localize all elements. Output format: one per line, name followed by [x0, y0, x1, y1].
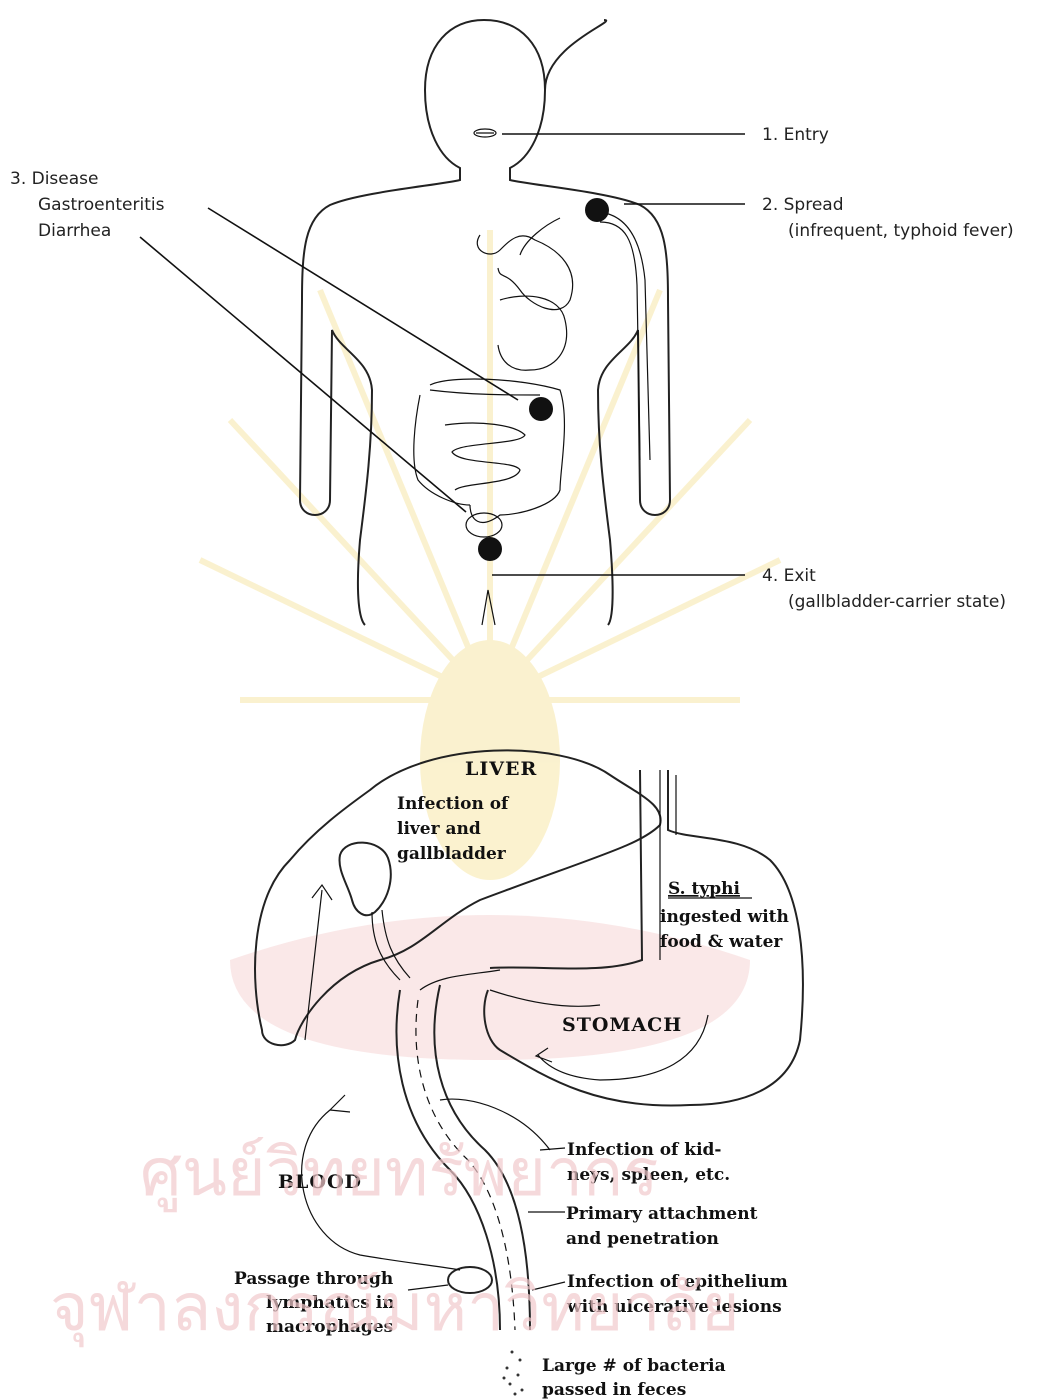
ingested-line2: food & water [660, 932, 783, 952]
ingested-line1: ingested with [660, 907, 789, 927]
feces-line2: passed in feces [542, 1380, 686, 1400]
primary-line2: and penetration [566, 1229, 719, 1249]
spread-note: (infrequent, typhoid fever) [788, 221, 1014, 241]
liver-infection-line2: liver and [397, 819, 481, 839]
spread-label: 2. Spread [762, 195, 844, 215]
exit-label: 4. Exit [762, 566, 816, 586]
watermark-line1: ศูนย์วิทยทรัพยากร [140, 1134, 659, 1213]
watermark-line2: จุฬาลงกรณ์มหาวิทยาลัย [50, 1269, 740, 1348]
stomach-small [498, 296, 567, 370]
feces-bacteria-dots [503, 1351, 524, 1396]
feces-line1: Large # of bacteria [542, 1356, 726, 1376]
gallbladder-outline [339, 843, 390, 916]
human-body-figure [300, 20, 670, 625]
stomach-label: STOMACH [562, 1014, 682, 1036]
small-intestine [445, 423, 525, 490]
exit-dot [478, 537, 502, 561]
disease-diarrhea: Diarrhea [38, 221, 111, 241]
exit-note: (gallbladder-carrier state) [788, 592, 1006, 612]
liver-infection-line1: Infection of [397, 794, 510, 814]
figure1-leader-lines [140, 134, 745, 575]
disease-label: 3. Disease [10, 169, 99, 189]
entry-label: 1. Entry [762, 125, 829, 145]
spread-dot [585, 198, 609, 222]
disease-dot [529, 397, 553, 421]
organism-label: S. typhi [668, 879, 740, 899]
liver-infection-line3: gallbladder [397, 844, 507, 864]
figure1-labels: 1. Entry 2. Spread (infrequent, typhoid … [10, 125, 1014, 612]
liver-label: LIVER [465, 758, 537, 780]
disease-gastroenteritis: Gastroenteritis [38, 195, 165, 215]
